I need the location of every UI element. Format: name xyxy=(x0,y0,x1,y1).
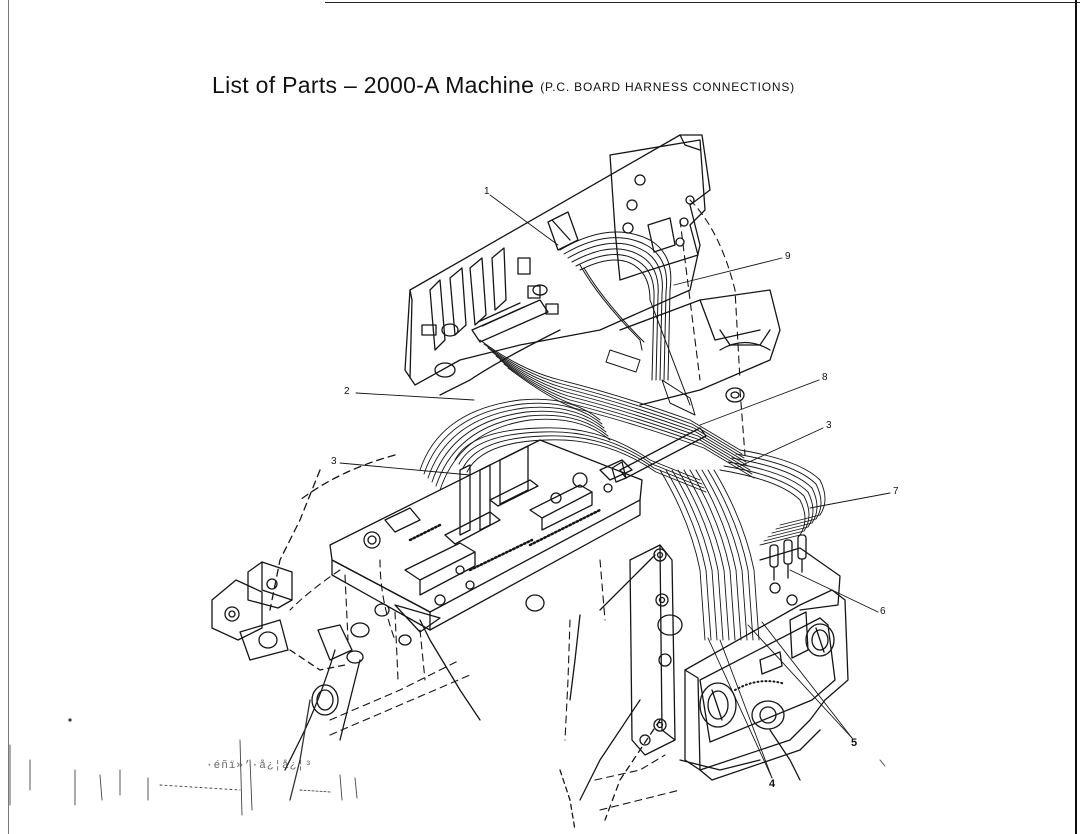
machine-body xyxy=(269,289,801,831)
leader-3b xyxy=(735,427,824,469)
page-title: List of Parts – 2000-A Machine (P.C. BOAR… xyxy=(212,72,795,99)
leader-3a xyxy=(339,462,471,476)
callout-4: 4 xyxy=(769,778,776,790)
wire-harness-main xyxy=(419,339,826,641)
leader-6 xyxy=(789,569,879,613)
leader-4 xyxy=(719,639,773,779)
base-fasteners xyxy=(346,594,545,664)
callout-leaders xyxy=(339,194,891,779)
page-edge-top xyxy=(325,2,1080,3)
alignment-lines xyxy=(289,199,746,811)
scan-artifacts xyxy=(9,718,886,816)
wire-harness-top xyxy=(559,231,696,416)
callout-9: 9 xyxy=(785,251,791,262)
left-bracket-assembly xyxy=(211,561,353,671)
leader-4b xyxy=(707,637,773,779)
leader-5b xyxy=(747,624,853,739)
upper-pc-board xyxy=(404,134,711,386)
resistor-components xyxy=(759,534,841,611)
scan-stamp: ·éñï»’·å¿¦å¿¦³ xyxy=(206,760,313,772)
control-panel-assembly xyxy=(684,589,849,781)
connector-sleeve xyxy=(611,427,707,483)
leader-1 xyxy=(489,194,559,246)
callout-2: 2 xyxy=(344,386,350,397)
page-edge-left xyxy=(8,0,9,834)
callout-1: 1 xyxy=(484,186,490,197)
leader-9 xyxy=(673,257,783,286)
callout-6: 6 xyxy=(880,606,886,617)
leader-2 xyxy=(355,392,475,401)
side-mounting-plate xyxy=(629,544,683,756)
leader-8 xyxy=(699,379,820,426)
callout-3-left: 3 xyxy=(331,456,337,467)
callout-5: 5 xyxy=(851,737,858,749)
main-pc-board xyxy=(329,439,643,633)
callout-8: 8 xyxy=(822,372,828,383)
callout-3-right: 3 xyxy=(826,420,832,431)
title-main: List of Parts – 2000-A Machine xyxy=(212,72,535,98)
page-edge-right xyxy=(1075,0,1077,834)
callout-7: 7 xyxy=(893,486,899,497)
leader-5 xyxy=(761,621,853,739)
title-subtitle: (P.C. BOARD HARNESS CONNECTIONS) xyxy=(540,80,795,94)
leader-7 xyxy=(809,492,891,509)
